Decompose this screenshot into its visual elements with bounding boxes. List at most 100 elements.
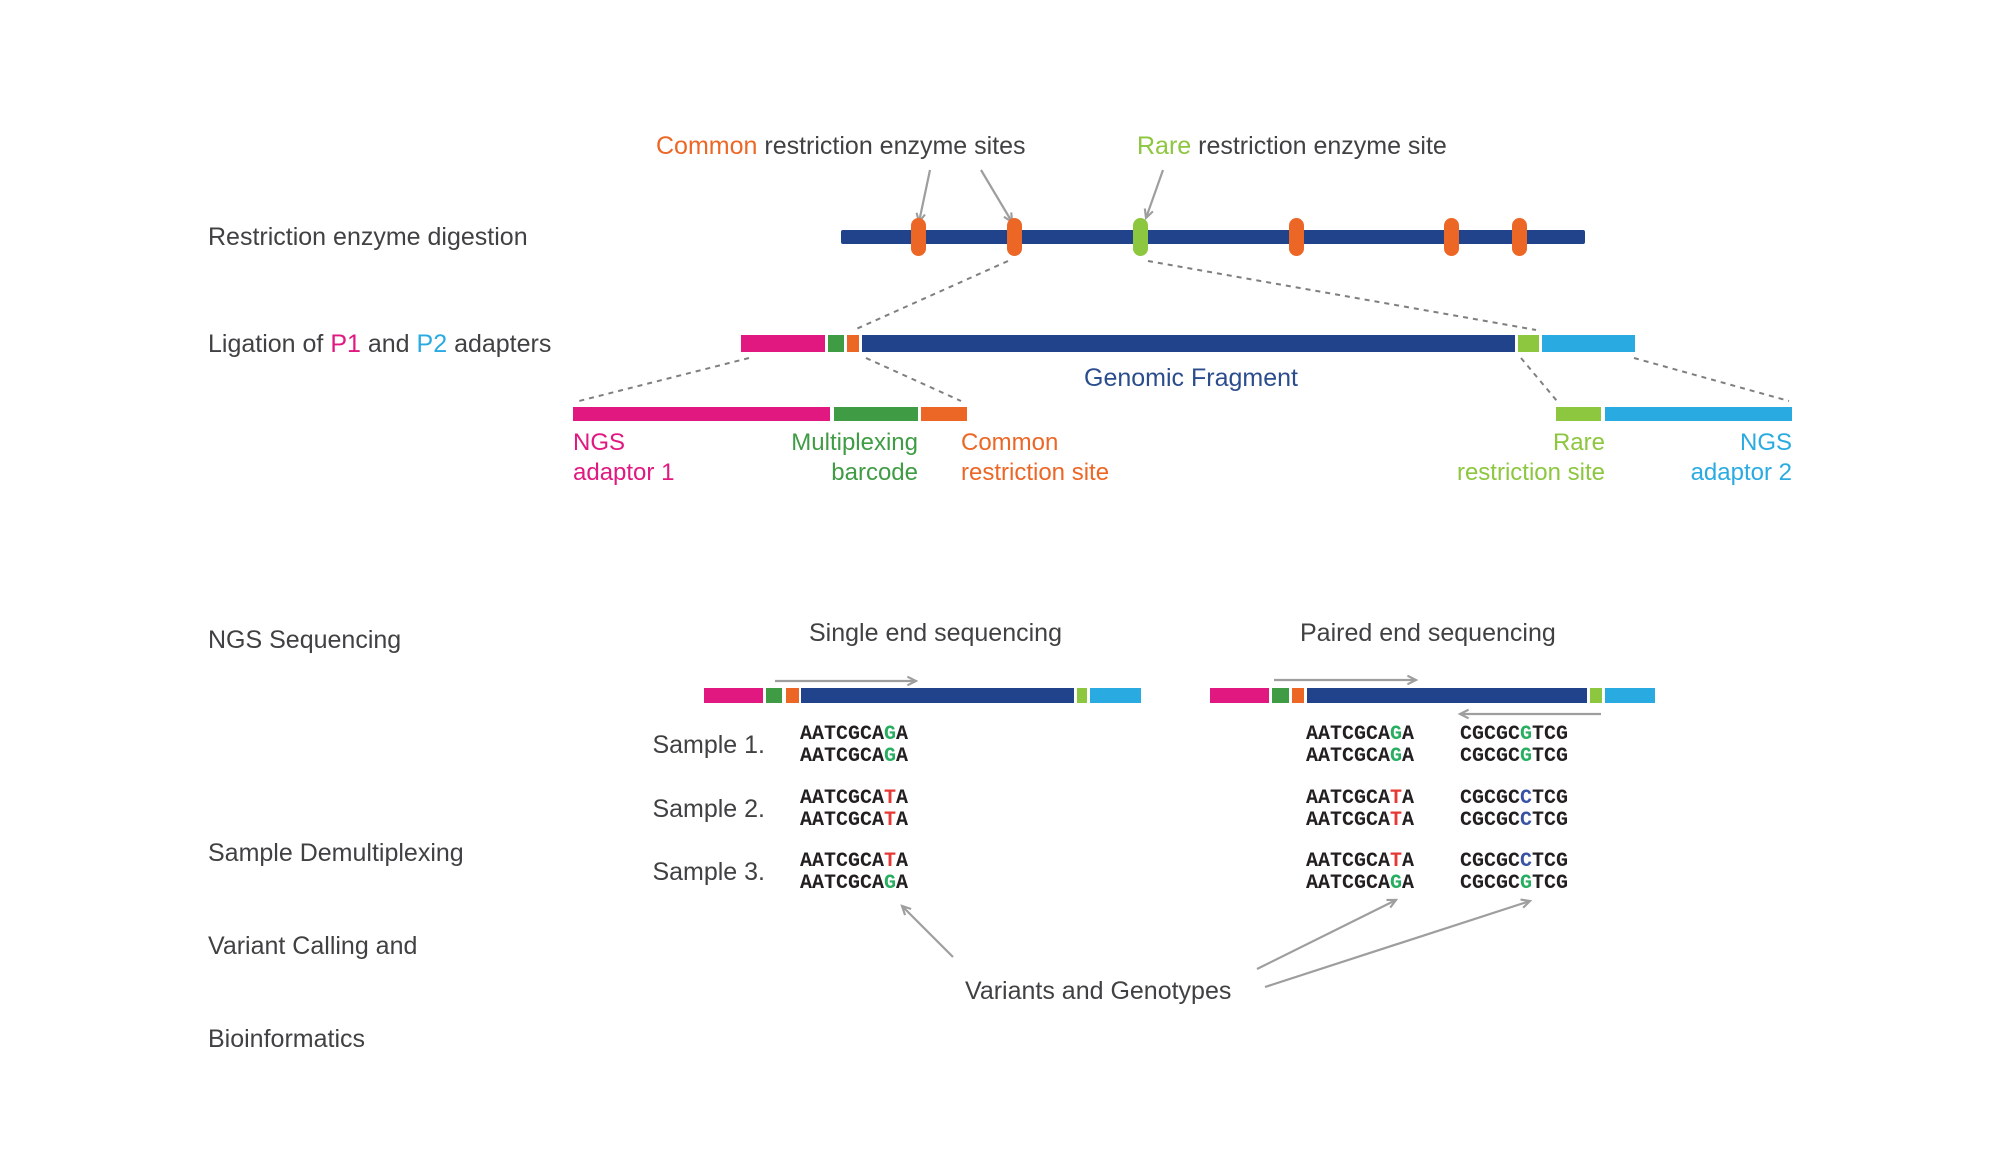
single-end-segment-ngs-adaptor-1 bbox=[704, 688, 763, 703]
variant-base: G bbox=[1390, 744, 1403, 768]
sequence-bases: AATCGCA bbox=[1306, 723, 1391, 746]
sequence-read-paired_r2: CGCGCCTCG bbox=[1460, 788, 1568, 809]
paired-end-segment-rare-restriction-site bbox=[1590, 688, 1602, 703]
sequence-bases: AATCGCA bbox=[800, 723, 885, 746]
variant-base: G bbox=[1520, 744, 1533, 768]
detail-left-segment-multiplexing-barcode bbox=[834, 407, 918, 421]
restriction-site-marker-common bbox=[1006, 218, 1022, 256]
fragment-segment-common-restriction-site bbox=[847, 335, 859, 352]
common-site-arrow-1-arrow-icon bbox=[915, 169, 932, 225]
sequence-read-single: AATCGCATA bbox=[800, 788, 908, 809]
detail-right-segment-rare-restriction-site bbox=[1556, 407, 1601, 421]
sequence-bases: CGCGC bbox=[1460, 871, 1521, 895]
single-end-title: Single end sequencing bbox=[809, 619, 1062, 647]
step-label-sequencing: NGS Sequencing bbox=[208, 626, 402, 654]
variant-base: G bbox=[1520, 723, 1533, 746]
paired-end-segment-ngs-adaptor-2 bbox=[1605, 688, 1655, 703]
single-end-segment-multiplexing-barcode bbox=[766, 688, 782, 703]
sequence-bases: TCG bbox=[1532, 871, 1569, 895]
sequence-read-paired_r2: CGCGCCTCG bbox=[1460, 851, 1568, 872]
sequence-bases: A bbox=[896, 744, 909, 768]
sequence-bases: AATCGCA bbox=[1306, 787, 1391, 810]
sequence-bases: AATCGCA bbox=[1306, 744, 1391, 768]
p2-adapter-label: P2 bbox=[416, 330, 448, 358]
sequence-bases: TCG bbox=[1532, 850, 1569, 873]
common-restriction-site-label-line: Common bbox=[961, 429, 1059, 456]
sequence-bases: AATCGCA bbox=[1306, 850, 1391, 873]
detail-right-segment-ngs-adaptor-2 bbox=[1605, 407, 1792, 421]
sequence-bases: A bbox=[1402, 744, 1415, 768]
sequence-bases: TCG bbox=[1532, 787, 1569, 810]
fragment-segment-rare-restriction-site bbox=[1518, 335, 1539, 352]
step-label-digestion: Restriction enzyme digestion bbox=[208, 223, 528, 251]
common-site-arrow-2-arrow-icon bbox=[980, 169, 1014, 225]
fragment-segment-ngs-adaptor-1 bbox=[741, 335, 825, 352]
sequence-read-paired_r2: CGCGCGTCG bbox=[1460, 724, 1568, 745]
variant-base: T bbox=[884, 787, 897, 810]
dashed-connector bbox=[578, 357, 750, 402]
variant-base: G bbox=[884, 744, 897, 768]
sequence-bases: AATCGCA bbox=[800, 871, 885, 895]
sequence-read-paired_r1: AATCGCATA bbox=[1306, 788, 1414, 809]
sequence-bases: TCG bbox=[1532, 808, 1569, 832]
sequence-bases: AATCGCA bbox=[800, 808, 885, 832]
dashed-connector bbox=[1633, 357, 1790, 402]
sequence-bases: CGCGC bbox=[1460, 744, 1521, 768]
rare-site-label-highlight: Rare bbox=[1137, 132, 1192, 160]
restriction-site-marker-common bbox=[1443, 218, 1459, 256]
fragment-segment-multiplexing-barcode bbox=[828, 335, 844, 352]
sequence-bases: A bbox=[1402, 850, 1415, 873]
restriction-site-marker-common bbox=[910, 218, 926, 256]
variant-base: T bbox=[1390, 850, 1403, 873]
sequence-bases: CGCGC bbox=[1460, 850, 1521, 873]
sequence-bases: CGCGC bbox=[1460, 808, 1521, 832]
fragment-segment-genomic-fragment bbox=[862, 335, 1515, 352]
dashed-connector bbox=[853, 260, 1009, 331]
single-end-segment-rare-restriction-site bbox=[1077, 688, 1087, 703]
chromosome-bar bbox=[841, 230, 1585, 244]
rare-restriction-site-label-line: restriction site bbox=[1456, 459, 1605, 486]
variants-genotypes-label: Variants and Genotypes bbox=[965, 977, 1232, 1005]
sequence-read-paired_r2: CGCGCGTCG bbox=[1460, 746, 1568, 767]
restriction-site-marker-rare bbox=[1132, 218, 1148, 256]
variant-base: T bbox=[884, 808, 897, 832]
paired-end-segment-genomic-fragment bbox=[1307, 688, 1587, 703]
sequence-read-single: AATCGCAGA bbox=[800, 724, 908, 745]
rare-site-label-rest: restriction enzyme site bbox=[1191, 132, 1447, 160]
sequence-read-single: AATCGCAGA bbox=[800, 746, 908, 767]
sequence-bases: AATCGCA bbox=[800, 850, 885, 873]
variant-pointer-single-arrow-icon bbox=[900, 904, 954, 958]
ngs-adaptor-2-label-line: adaptor 2 bbox=[1690, 459, 1792, 486]
single-end-segment-ngs-adaptor-2 bbox=[1090, 688, 1141, 703]
sequence-bases: AATCGCA bbox=[1306, 808, 1391, 832]
sequence-bases: A bbox=[1402, 871, 1415, 895]
sequence-read-single: AATCGCAGA bbox=[800, 873, 908, 894]
fragment-segment-ngs-adaptor-2 bbox=[1542, 335, 1635, 352]
sequence-bases: A bbox=[896, 808, 909, 832]
sequence-read-single: AATCGCATA bbox=[800, 810, 908, 831]
rare-site-arrow-arrow-icon bbox=[1143, 169, 1165, 221]
dashed-connector bbox=[1520, 357, 1558, 402]
sequence-bases: AATCGCA bbox=[800, 744, 885, 768]
variant-base: T bbox=[1390, 787, 1403, 810]
variant-base: G bbox=[1390, 723, 1403, 746]
sequence-read-single: AATCGCATA bbox=[800, 851, 908, 872]
sequence-read-paired_r2: CGCGCCTCG bbox=[1460, 810, 1568, 831]
paired-end-segment-ngs-adaptor-1 bbox=[1210, 688, 1269, 703]
variant-pointer-paired-1-arrow-icon bbox=[1256, 898, 1399, 970]
restriction-site-marker-common bbox=[1511, 218, 1527, 256]
sequence-read-paired_r1: AATCGCATA bbox=[1306, 810, 1414, 831]
sample-label-3: Sample 3. bbox=[652, 858, 765, 886]
restriction-site-marker-common bbox=[1288, 218, 1304, 256]
variant-base: C bbox=[1520, 787, 1533, 810]
sequence-read-paired_r1: AATCGCAGA bbox=[1306, 873, 1414, 894]
sequence-bases: A bbox=[1402, 808, 1415, 832]
bioinformatics-line-2: Variant Calling and bbox=[208, 932, 418, 960]
sequence-bases: A bbox=[1402, 723, 1415, 746]
common-sites-label-highlight: Common bbox=[656, 132, 758, 160]
sequence-bases: A bbox=[896, 871, 909, 895]
